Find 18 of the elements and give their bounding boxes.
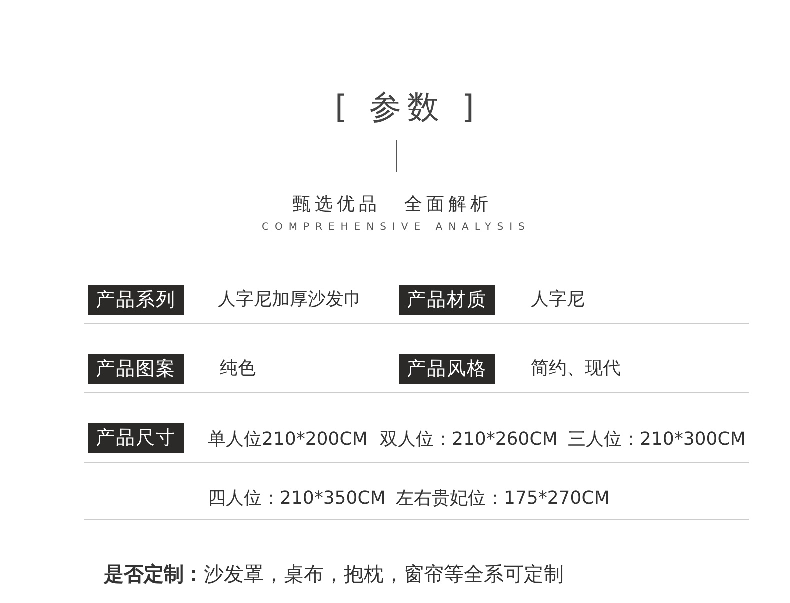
field-value: 纯色 — [220, 357, 256, 380]
subtitle-english: COMPREHENSIVE ANALYSIS — [262, 222, 531, 233]
field-value: 人字尼 — [531, 288, 585, 311]
field-value: 人字尼加厚沙发巾 — [218, 288, 362, 311]
field-value: 左右贵妃位：175*270CM — [396, 487, 610, 510]
field-label: 产品风格 — [399, 354, 495, 384]
field-label: 产品图案 — [88, 354, 184, 384]
field-label: 产品材质 — [399, 285, 495, 315]
note-text: 是否定制：沙发罩，桌布，抱枕，窗帘等全系可定制 — [104, 561, 564, 588]
field-label: 产品尺寸 — [88, 423, 184, 453]
section-title: [ 参数 ] — [335, 87, 480, 128]
field-value: 单人位210*200CM — [208, 428, 368, 451]
field-value: 三人位：210*300CM — [568, 428, 746, 451]
field-value: 四人位：210*350CM — [208, 487, 386, 510]
subtitle: 甄选优品 全面解析 — [293, 193, 493, 216]
field-label: 产品系列 — [88, 285, 184, 315]
field-value: 简约、现代 — [531, 357, 621, 380]
field-value: 双人位：210*260CM — [380, 428, 558, 451]
